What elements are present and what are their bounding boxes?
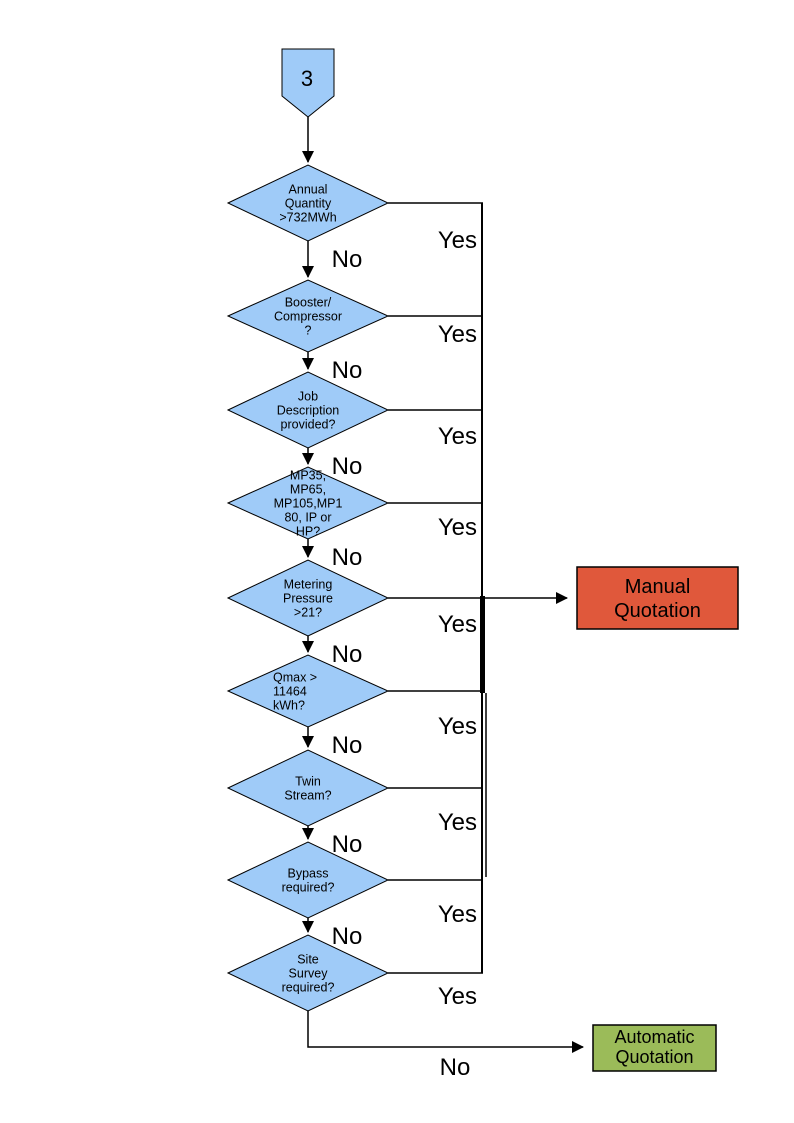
yes-label-bypass: Yes [438,901,477,928]
offpage-connector-shape [281,48,335,118]
decision-label-line: 80, IP or [284,510,331,524]
decision-label-line: >21? [294,605,322,619]
decision-label-line: required? [282,880,335,894]
decision-label-line: required? [282,980,335,994]
no-label-annual-quantity: No [332,246,363,273]
yes-label-qmax: Yes [438,713,477,740]
no-label-bypass: No [332,923,363,950]
decision-diamond [226,654,390,728]
manual-quotation-label-line: Manual [625,576,691,598]
decision-diamond [226,749,390,827]
outcome-manual-quotation [576,566,739,630]
yes-label-site-survey: Yes [438,983,477,1010]
yes-label-annual-quantity: Yes [438,227,477,254]
labels-layer: 3AnnualQuantity>732MWhYesNoBooster/Compr… [273,66,701,1081]
decision-label-line: >732MWh [279,210,336,224]
decision-label-line: Qmax > [273,670,317,684]
decision-booster-compressor [226,279,390,353]
decision-label-line: Survey [289,966,329,980]
decision-label-line: MP65, [290,482,326,496]
yes-label-booster-compressor: Yes [438,321,477,348]
offpage-connector-3 [281,48,335,118]
offpage-connector-label: 3 [301,66,313,91]
decision-twin-stream [226,749,390,827]
yes-label-job-description: Yes [438,423,477,450]
decision-label-line: MP105,MP1 [274,496,343,510]
decision-metering-pressure [226,559,390,637]
decision-label-line: Booster/ [285,295,332,309]
decision-diamond [226,934,390,1012]
decision-diamond [226,466,390,540]
decision-label-line: kWh? [273,698,305,712]
decision-label-line: Job [298,389,318,403]
decision-bypass [226,841,390,919]
decision-job-description [226,371,390,449]
decision-label-line: Stream? [284,788,331,802]
yes-label-twin-stream: Yes [438,809,477,836]
manual-quotation-label-line: Quotation [614,600,701,622]
outcome-automatic-quotation [592,1024,717,1072]
final-no-label: No [440,1054,471,1081]
decision-label-line: Quantity [285,196,332,210]
no-label-job-description: No [332,453,363,480]
shapes-layer [226,48,739,1072]
automatic-quotation-box [592,1024,717,1072]
yes-label-metering-pressure: Yes [438,611,477,638]
decision-site-survey [226,934,390,1012]
no-label-metering-pressure: No [332,641,363,668]
no-label-meter-type: No [332,544,363,571]
decision-label-line: 11464 [273,684,307,698]
manual-quotation-box [576,566,739,630]
decision-label-line: Twin [295,774,321,788]
yes-label-meter-type: Yes [438,514,477,541]
no-label-booster-compressor: No [332,357,363,384]
decision-label-line: Site [297,952,319,966]
decision-label-line: Annual [289,182,328,196]
decision-label-line: Compressor [274,309,342,323]
decision-label-line: Metering [284,577,333,591]
decision-label-line: Bypass [288,866,329,880]
no-label-qmax: No [332,732,363,759]
decision-meter-type [226,466,390,540]
decision-diamond [226,371,390,449]
no-arrow-site-survey-to-automatic [307,1010,584,1053]
decision-label-line: provided? [281,417,336,431]
decision-qmax [226,654,390,728]
decision-label-line: Description [277,403,340,417]
automatic-quotation-label-line: Automatic [614,1027,694,1047]
decision-annual-quantity [226,164,390,242]
decision-label-line: MP35, [290,468,326,482]
decision-diamond [226,279,390,353]
decision-diamond [226,841,390,919]
connector-lines-layer [302,117,584,1053]
no-label-twin-stream: No [332,831,363,858]
decision-diamond [226,164,390,242]
decision-label-line: ? [305,323,312,337]
decision-diamond [226,559,390,637]
automatic-quotation-label-line: Quotation [615,1047,693,1067]
decision-label-line: Pressure [283,591,333,605]
decision-label-line: HP? [296,524,320,538]
